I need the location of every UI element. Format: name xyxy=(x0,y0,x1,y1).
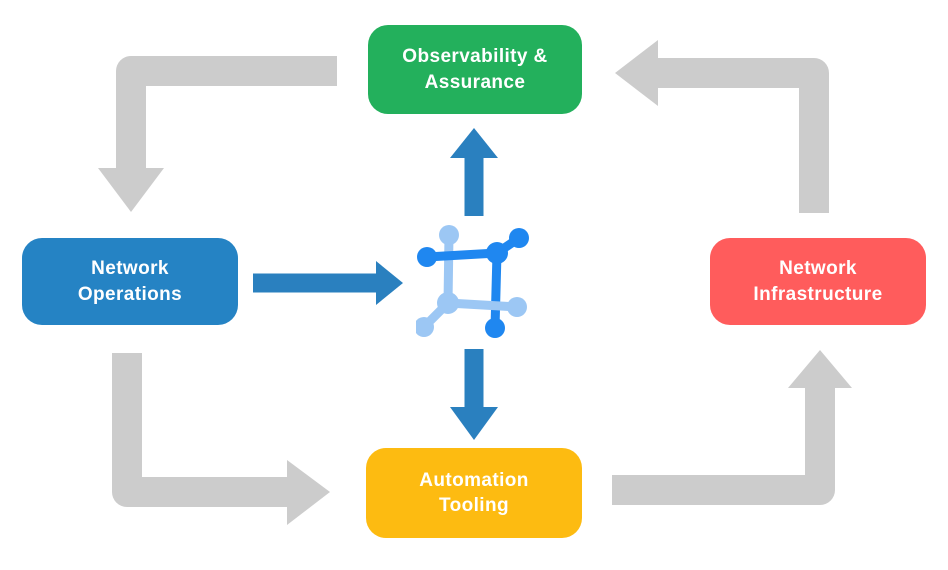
network-fabric-icon-secondary-back xyxy=(439,225,459,308)
icon-node-dot xyxy=(507,297,527,317)
icon-node-dot xyxy=(509,228,529,248)
icon-node-dot xyxy=(416,317,434,337)
cycle-arrow-operations-to-automation xyxy=(112,353,330,525)
icon-junction-dot xyxy=(486,242,508,264)
icon-node-dot xyxy=(439,225,459,245)
cycle-arrow-shaft xyxy=(612,388,835,505)
arrowhead-up-icon xyxy=(788,350,852,388)
network-fabric-icon-secondary-front xyxy=(416,292,527,337)
arrowhead-right-icon xyxy=(287,460,330,525)
icon-line xyxy=(490,248,502,333)
node-network-operations: Network Operations xyxy=(22,238,238,325)
cycle-arrow-shaft xyxy=(116,56,337,168)
node-label: Network Infrastructure xyxy=(753,258,883,305)
arrowhead-right-icon xyxy=(376,261,403,305)
arrowhead-up-icon xyxy=(450,128,498,158)
icon-line xyxy=(422,248,502,262)
node-label: Network Operations xyxy=(77,258,183,305)
icon-node-dot xyxy=(417,247,437,267)
flow-arrow-center-to-automation xyxy=(450,349,498,440)
cycle-arrow-observability-to-operations xyxy=(98,56,337,212)
arrowhead-left-icon xyxy=(615,40,658,106)
icon-line xyxy=(443,230,454,308)
flow-arrow-center-to-observability xyxy=(450,128,498,216)
network-fabric-icon-primary xyxy=(417,228,529,338)
cycle-arrow-automation-to-infrastructure xyxy=(612,350,852,505)
icon-junction-dot xyxy=(437,292,459,314)
node-network-infrastructure: Network Infrastructure xyxy=(710,238,926,325)
arrowhead-down-icon xyxy=(98,168,164,212)
icon-node-dot xyxy=(485,318,505,338)
node-observability-assurance: Observability & Assurance xyxy=(368,25,582,114)
cycle-arrow-shaft xyxy=(658,58,829,213)
node-label: Automation Tooling xyxy=(419,469,529,516)
flow-arrow-operations-to-center xyxy=(253,261,403,305)
arrowhead-down-icon xyxy=(450,407,498,440)
cycle-arrow-shaft xyxy=(112,353,287,507)
icon-line xyxy=(443,298,522,312)
network-fabric-icon xyxy=(416,225,529,338)
node-label: Observability & Assurance xyxy=(402,46,548,93)
cycle-arrow-infrastructure-to-observability xyxy=(615,40,829,213)
node-automation-tooling: Automation Tooling xyxy=(366,448,582,538)
